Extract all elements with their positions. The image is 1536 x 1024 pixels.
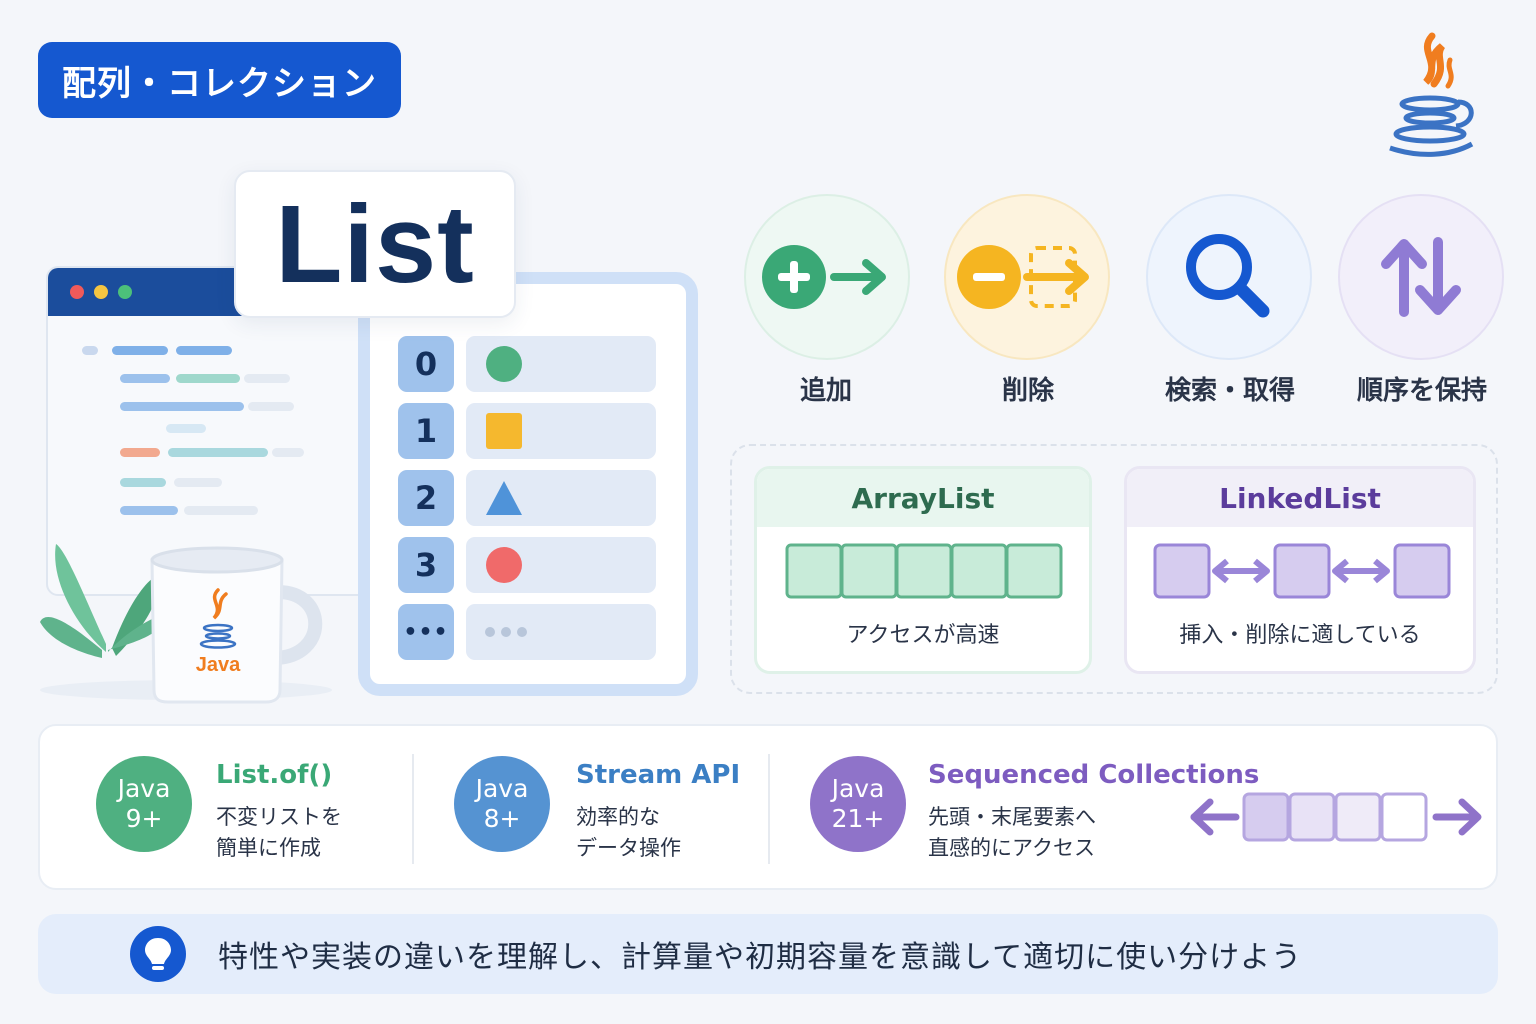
list-cell bbox=[466, 403, 656, 459]
code-line bbox=[120, 402, 244, 411]
swap-arrows-icon bbox=[1381, 237, 1461, 317]
desc-line: データ操作 bbox=[576, 836, 681, 860]
list-index: 0 bbox=[398, 336, 454, 392]
desc-line: 効率的な bbox=[576, 805, 660, 829]
list-cell bbox=[466, 336, 656, 392]
list-cell bbox=[466, 470, 656, 526]
list-cell bbox=[466, 537, 656, 593]
divider bbox=[768, 754, 770, 864]
divider bbox=[412, 754, 414, 864]
lightbulb-icon bbox=[130, 926, 186, 982]
list-of-title: List.of() bbox=[216, 760, 333, 790]
add-arrow-icon bbox=[762, 245, 886, 309]
code-line bbox=[174, 478, 222, 487]
code-line bbox=[120, 448, 160, 457]
badge-bottom-text: 8+ bbox=[483, 804, 521, 833]
tip-bar: 特性や実装の違いを理解し、計算量や初期容量を意識して適切に使い分けよう bbox=[38, 914, 1498, 994]
badge-top-text: Java bbox=[475, 774, 529, 803]
desc-line: 先頭・末尾要素へ bbox=[928, 805, 1096, 829]
minimize-dot-icon bbox=[94, 285, 108, 299]
sequenced-collections-title: Sequenced Collections bbox=[928, 760, 1260, 790]
code-line bbox=[112, 346, 168, 355]
op-search bbox=[1146, 194, 1312, 360]
java9-badge: Java 9+ bbox=[96, 756, 192, 852]
triangle-shape-icon bbox=[486, 481, 522, 515]
search-icon bbox=[1186, 234, 1270, 318]
badge-bottom-text: 21+ bbox=[831, 804, 885, 833]
circle-shape-icon bbox=[486, 547, 522, 583]
code-line bbox=[244, 374, 290, 383]
op-search-label: 検索・取得 bbox=[1164, 376, 1295, 406]
java-version-features: Java 9+ List.of() 不変リストを 簡単に作成 Java 8+ S… bbox=[38, 724, 1498, 890]
code-line bbox=[176, 346, 232, 355]
java21-badge: Java 21+ bbox=[810, 756, 906, 852]
list-row: 2 bbox=[398, 470, 668, 526]
circle-shape-icon bbox=[486, 346, 522, 382]
code-line bbox=[166, 424, 206, 433]
more-dots-icon bbox=[485, 627, 527, 637]
list-index: ••• bbox=[398, 604, 454, 660]
code-line bbox=[176, 374, 240, 383]
op-add-label: 追加 bbox=[799, 376, 852, 406]
linked-nodes-icon bbox=[1153, 543, 1451, 599]
code-line bbox=[248, 402, 294, 411]
code-line bbox=[184, 506, 258, 515]
square-shape-icon bbox=[486, 413, 522, 449]
list-row: ••• bbox=[398, 604, 668, 660]
code-line bbox=[120, 506, 178, 515]
java8-badge: Java 8+ bbox=[454, 756, 550, 852]
implementation-comparison: ArrayList アクセスが高速 LinkedList 挿入・削除に適している bbox=[730, 444, 1498, 694]
tip-text: 特性や実装の違いを理解し、計算量や初期容量を意識して適切に使い分けよう bbox=[218, 940, 1303, 975]
arraylist-title: ArrayList bbox=[757, 469, 1089, 527]
list-index: 3 bbox=[398, 537, 454, 593]
list-row: 1 bbox=[398, 403, 668, 459]
java-logo-icon bbox=[1389, 32, 1474, 157]
arraylist-desc: アクセスが高速 bbox=[846, 623, 1000, 648]
list-panel: 0 1 2 3 ••• bbox=[358, 272, 698, 696]
code-line bbox=[120, 478, 166, 487]
desc-line: 不変リストを bbox=[216, 805, 342, 829]
sequenced-arrows-icon bbox=[1190, 792, 1482, 842]
list-of-desc: 不変リストを 簡単に作成 bbox=[216, 802, 342, 864]
java-mug-illustration bbox=[40, 544, 332, 704]
code-line bbox=[82, 346, 98, 355]
linkedlist-title: LinkedList bbox=[1127, 469, 1473, 527]
badge-top-text: Java bbox=[831, 774, 885, 803]
badge-bottom-text: 9+ bbox=[125, 804, 163, 833]
section-badge: 配列・コレクション bbox=[38, 42, 401, 118]
list-row: 0 bbox=[398, 336, 668, 392]
stream-api-title: Stream API bbox=[576, 760, 741, 790]
list-row: 3 bbox=[398, 537, 668, 593]
stream-api-desc: 効率的な データ操作 bbox=[576, 802, 681, 864]
maximize-dot-icon bbox=[118, 285, 132, 299]
linkedlist-card: LinkedList 挿入・削除に適している bbox=[1124, 466, 1476, 674]
sequenced-collections-desc: 先頭・末尾要素へ 直感的にアクセス bbox=[928, 802, 1096, 864]
op-order bbox=[1338, 194, 1504, 360]
list-index: 2 bbox=[398, 470, 454, 526]
mug-label: Java bbox=[195, 654, 241, 676]
list-index: 1 bbox=[398, 403, 454, 459]
code-line bbox=[272, 448, 304, 457]
code-editor-window bbox=[46, 266, 376, 596]
remove-arrow-icon bbox=[957, 245, 1089, 309]
array-blocks-icon bbox=[785, 543, 1063, 599]
desc-line: 直感的にアクセス bbox=[928, 836, 1095, 860]
op-remove bbox=[944, 194, 1110, 360]
arraylist-card: ArrayList アクセスが高速 bbox=[754, 466, 1092, 674]
badge-top-text: Java bbox=[117, 774, 171, 803]
code-line bbox=[120, 374, 170, 383]
linkedlist-desc: 挿入・削除に適している bbox=[1179, 623, 1421, 648]
op-remove-label: 削除 bbox=[1001, 376, 1054, 406]
code-line bbox=[168, 448, 268, 457]
desc-line: 簡単に作成 bbox=[216, 836, 321, 860]
op-add bbox=[744, 194, 910, 360]
list-title: List bbox=[234, 170, 516, 318]
list-cell bbox=[466, 604, 656, 660]
close-dot-icon bbox=[70, 285, 84, 299]
op-order-label: 順序を保持 bbox=[1356, 376, 1487, 406]
